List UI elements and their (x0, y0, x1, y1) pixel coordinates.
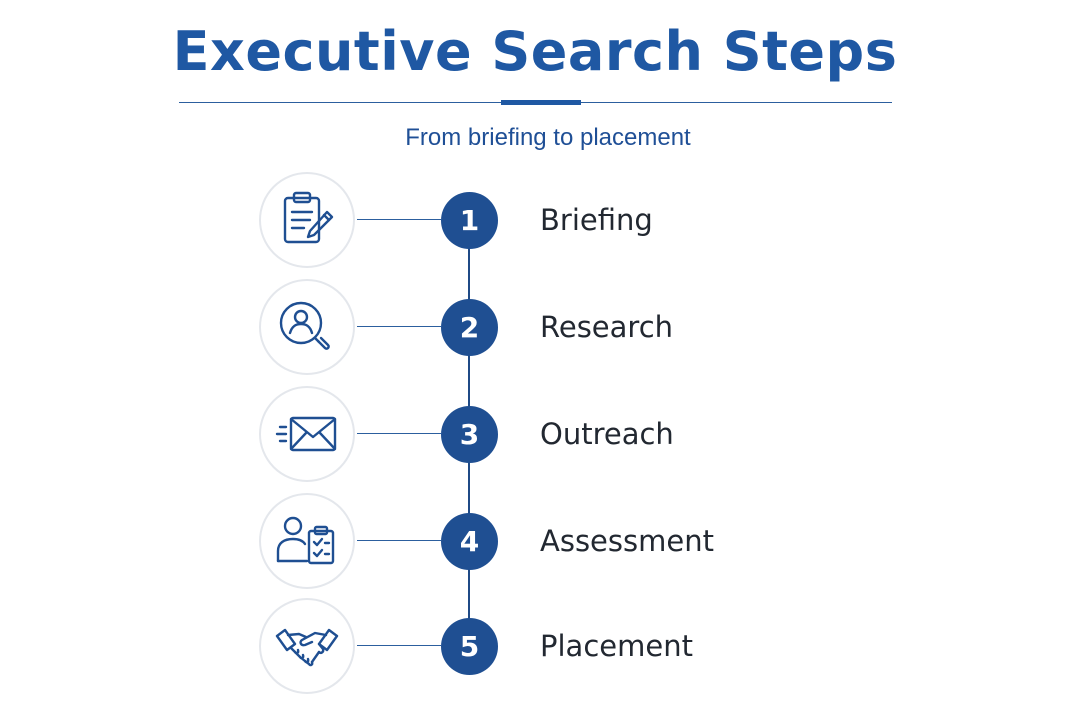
step-icon-container (259, 598, 355, 694)
envelope-icon (275, 416, 337, 452)
step-connector (357, 433, 441, 434)
step-connector (357, 219, 441, 220)
step-briefing: 1 Briefing (0, 172, 1080, 272)
step-icon-container (259, 386, 355, 482)
subtitle: From briefing to placement (405, 124, 691, 151)
step-outreach: 3 Outreach (0, 386, 1080, 486)
step-icon-container (259, 279, 355, 375)
step-number: 4 (441, 513, 498, 570)
step-research: 2 Research (0, 279, 1080, 379)
step-number: 2 (441, 299, 498, 356)
page-title: Executive Search Steps (172, 20, 898, 83)
step-icon-container (259, 172, 355, 268)
step-number: 3 (441, 406, 498, 463)
step-connector (357, 326, 441, 327)
step-label: Outreach (540, 417, 674, 451)
handshake-icon (275, 628, 339, 667)
step-label: Briefing (540, 203, 653, 237)
step-label: Research (540, 310, 674, 344)
step-connector (357, 645, 441, 646)
step-number: 5 (441, 618, 498, 675)
step-assessment: 4 Assessment (0, 493, 1080, 593)
step-placement: 5 Placement (0, 598, 1080, 698)
title-underline-accent (501, 100, 581, 105)
step-number: 1 (441, 192, 498, 249)
person-magnifier-icon (279, 301, 330, 350)
step-connector (357, 540, 441, 541)
person-checklist-icon (276, 516, 335, 565)
clipboard-pencil-icon (283, 191, 334, 244)
step-icon-container (259, 493, 355, 589)
step-label: Assessment (540, 524, 714, 558)
step-label: Placement (540, 629, 693, 663)
